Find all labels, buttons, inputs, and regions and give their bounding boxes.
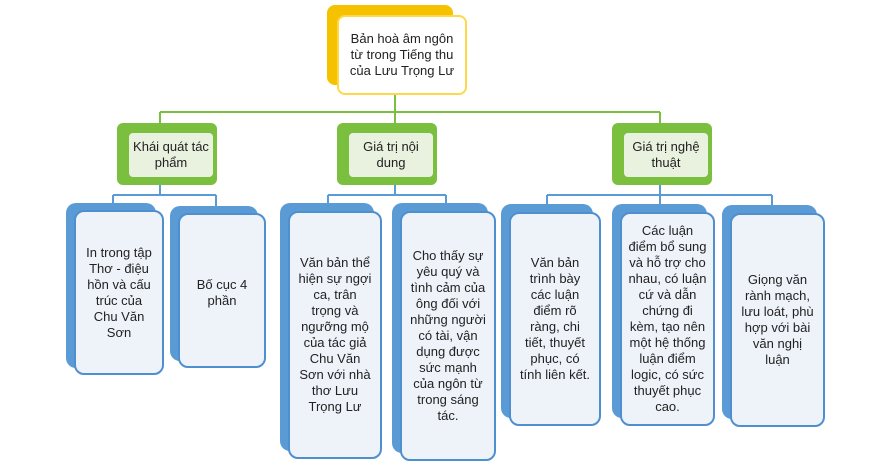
leaf-node: Các luận điểm bổ sung và hỗ trợ cho nhau… — [612, 204, 715, 426]
leaf-node: Văn bản thể hiện sự ngợi ca, trân trọng … — [280, 203, 382, 459]
category-label: Giá trị nghệ thuật — [632, 139, 700, 170]
root-label: Bản hoà âm ngôn từ trong Tiếng thu của L… — [349, 31, 455, 78]
leaf-text: Giọng văn rành mạch, lưu loát, phù hợp v… — [741, 272, 814, 367]
leaf-node-box: In trong tập Thơ - điệu hồn và cấu trúc … — [74, 210, 164, 375]
leaf-text: Văn bản trình bày các luận điểm rõ ràng,… — [519, 255, 591, 382]
category-node-box: Giá trị nghệ thuật — [624, 133, 708, 177]
category-node-art-value: Giá trị nghệ thuật — [612, 123, 712, 185]
leaf-node-box: Cho thấy sự yêu quý và tình cảm của ông … — [400, 211, 496, 461]
category-node-overview: Khái quát tác phẩm — [117, 123, 217, 185]
leaf-node: Giọng văn rành mạch, lưu loát, phù hợp v… — [722, 205, 825, 427]
leaf-node-box: Văn bản thể hiện sự ngợi ca, trân trọng … — [288, 211, 382, 459]
leaf-node: Bố cục 4 phần — [170, 206, 266, 368]
leaf-node-box: Bố cục 4 phần — [178, 213, 266, 368]
category-label: Giá trị nội dung — [363, 139, 419, 170]
root-node: Bản hoà âm ngôn từ trong Tiếng thu của L… — [327, 5, 467, 95]
leaf-text: In trong tập Thơ - điệu hồn và cấu trúc … — [86, 244, 152, 340]
leaf-text: Bố cục 4 phần — [196, 277, 248, 308]
leaf-node-box: Văn bản trình bày các luận điểm rõ ràng,… — [509, 212, 601, 426]
root-node-box: Bản hoà âm ngôn từ trong Tiếng thu của L… — [337, 15, 467, 95]
category-node-box: Giá trị nội dung — [349, 133, 433, 177]
leaf-text: Các luận điểm bổ sung và hỗ trợ cho nhau… — [628, 223, 707, 414]
leaf-text: Cho thấy sự yêu quý và tình cảm của ông … — [410, 248, 486, 423]
category-label: Khái quát tác phẩm — [133, 139, 209, 170]
leaf-node: Cho thấy sự yêu quý và tình cảm của ông … — [392, 203, 496, 461]
leaf-node: Văn bản trình bày các luận điểm rõ ràng,… — [501, 204, 601, 426]
category-node-content-value: Giá trị nội dung — [337, 123, 437, 185]
leaf-node-box: Các luận điểm bổ sung và hỗ trợ cho nhau… — [620, 212, 715, 426]
category-node-box: Khái quát tác phẩm — [129, 133, 213, 177]
leaf-text: Văn bản thể hiện sự ngợi ca, trân trọng … — [298, 255, 372, 414]
leaf-node: In trong tập Thơ - điệu hồn và cấu trúc … — [66, 203, 164, 375]
leaf-node-box: Giọng văn rành mạch, lưu loát, phù hợp v… — [730, 213, 825, 427]
